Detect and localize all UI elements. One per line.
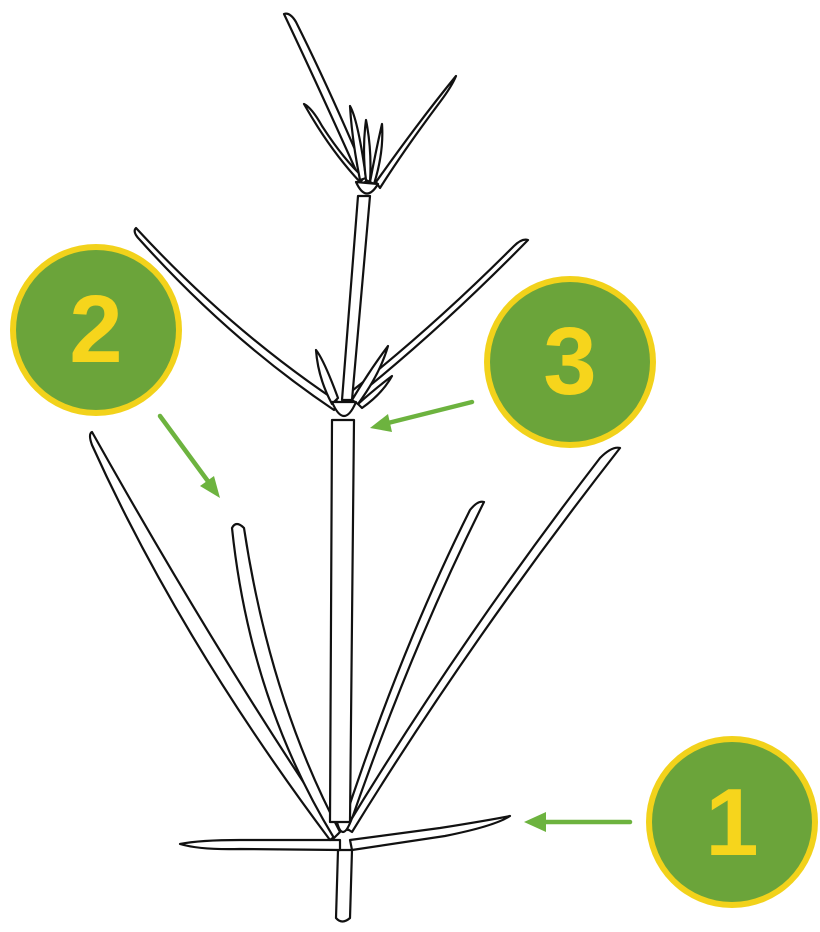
mid-leaf-right	[346, 238, 530, 402]
stem-upper	[340, 194, 372, 402]
mid-bud-4	[356, 374, 394, 410]
mid-bud-3	[350, 344, 390, 406]
top-bud-3	[368, 122, 384, 186]
badge-3: 3	[484, 276, 656, 448]
top-leaf-far-left	[282, 12, 370, 186]
plant-illustration	[88, 12, 622, 923]
basal-leaf-left	[178, 838, 342, 852]
top-leaf-far-right	[374, 74, 458, 190]
top-leaf-left	[302, 102, 366, 184]
arrow-to-basal-whorl	[524, 812, 633, 832]
arrow-to-mid-node	[370, 399, 475, 432]
basal-leaf-far-right	[344, 446, 622, 834]
mid-bud-1	[314, 348, 340, 406]
basal-leaf-mid-right	[340, 500, 486, 832]
badge-1: 1	[646, 736, 818, 908]
badge-2-label: 2	[69, 276, 122, 383]
basal-leaf-right	[348, 814, 512, 852]
top-bud-1	[348, 104, 368, 182]
basal-leaf-mid-left	[230, 522, 342, 840]
stem-lower	[328, 418, 356, 824]
mid-leaf-left	[133, 226, 340, 412]
badge-3-label: 3	[543, 308, 596, 415]
top-bud-2	[362, 118, 372, 184]
mid-node	[330, 400, 358, 418]
base-stem	[334, 848, 354, 923]
arrow-to-leaf	[157, 413, 220, 498]
badge-2: 2	[10, 244, 182, 416]
badge-1-label: 1	[705, 769, 758, 876]
top-node	[354, 180, 380, 195]
